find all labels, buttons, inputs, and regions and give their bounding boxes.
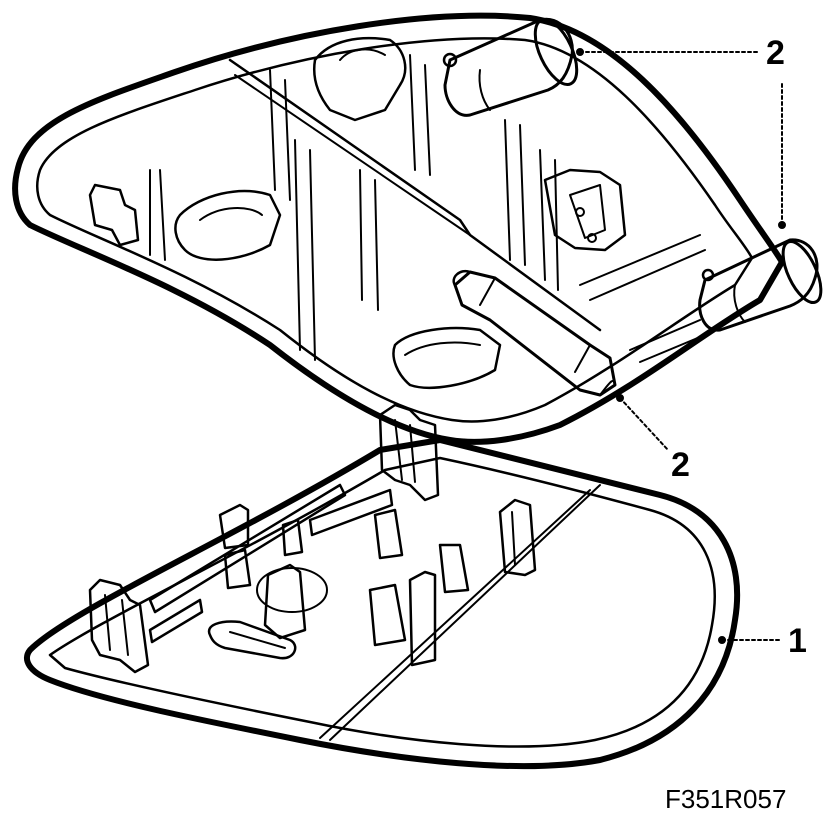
callout-2-center: 2 <box>671 446 690 484</box>
callout-2-top: 2 <box>766 34 785 72</box>
callout-leaders <box>576 48 786 644</box>
festoon-bulb-center <box>452 269 617 397</box>
festoon-bulb-top <box>442 17 579 117</box>
light-housing <box>12 12 785 445</box>
lens-cover <box>23 403 741 770</box>
callout-1-lens: 1 <box>788 622 807 660</box>
figure-id: F351R057 <box>665 784 787 814</box>
festoon-bulb-right <box>698 238 823 332</box>
